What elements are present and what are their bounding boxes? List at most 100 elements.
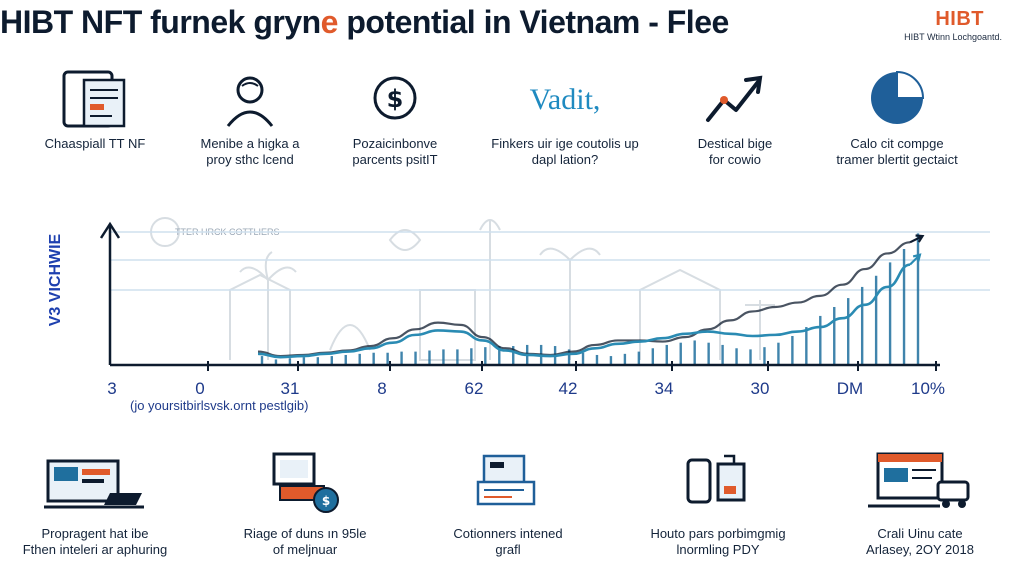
feature-caption: Pozaicinbonve parcents psitIT <box>352 136 438 167</box>
cards-stack-icon <box>418 450 598 516</box>
bar <box>609 356 613 365</box>
series-line <box>257 263 911 359</box>
bar <box>763 347 766 365</box>
feature-caption: Calo cit compge tramer blertit gectaict <box>836 136 958 167</box>
bar <box>484 347 487 365</box>
bar <box>888 262 892 365</box>
bar <box>860 286 864 365</box>
bar <box>902 249 906 365</box>
x-tick-label: 30 <box>751 379 770 398</box>
bar <box>805 327 808 365</box>
x-tick-label: 34 <box>655 379 674 398</box>
bar <box>679 342 682 365</box>
feature-item: Houto pars porbimgmig lnormling PDY <box>628 450 808 558</box>
feature-item: Calo cit compge tramer blertit gectaict <box>812 70 982 168</box>
x-tick-label: 62 <box>465 379 484 398</box>
bar <box>916 233 920 365</box>
bar <box>791 336 794 365</box>
bar <box>707 342 710 365</box>
brand-logo: HIBT <box>935 8 984 30</box>
person-icon <box>165 70 335 130</box>
bar <box>833 307 836 365</box>
chart-grid <box>110 231 990 291</box>
x-tick-label: 31 <box>281 379 300 398</box>
page-title: HIBT NFT furnek gryne potential in Vietn… <box>0 4 729 40</box>
brand-subtitle: HIBT Wtinn Lochgoantd. <box>904 32 1002 42</box>
svg-text:$: $ <box>322 494 330 508</box>
palm-outline <box>239 251 297 360</box>
bar <box>358 353 361 365</box>
bar <box>721 344 724 365</box>
trend-arrow-icon <box>650 70 820 130</box>
phone-document-icon <box>628 450 808 516</box>
background-illustration: TTER HRCK COTTLIERS <box>150 217 775 361</box>
feature-caption: Finkers uir ige coutolis up dapl lation? <box>491 136 639 167</box>
feature-item: $ Pozaicinbonve parcents psitIT <box>310 70 480 168</box>
feature-item: $ Riage of duns ın 95le of meljnuar <box>215 450 395 558</box>
bar <box>470 348 473 365</box>
bar <box>819 315 822 365</box>
axis-note: (jo yoursitbirlsvsk.ornt pestlgib) <box>130 398 309 413</box>
bar <box>288 358 292 365</box>
boat-outline <box>329 324 371 351</box>
feature-item: Crali Uinu cate Arlasey, 2OY 2018 <box>830 450 1010 558</box>
bar <box>777 342 780 365</box>
browser-truck-icon <box>830 450 1010 516</box>
x-tick-label: 8 <box>377 379 386 398</box>
feature-item: Chaaspiall TT NF <box>10 70 180 152</box>
top-feature-row: Chaaspiall TT NF Menibe a higka a proy s… <box>0 70 1024 170</box>
y-axis-arrow <box>99 221 121 239</box>
feature-caption: Houto pars porbimgmig lnormling PDY <box>650 526 786 557</box>
tablet-document-icon <box>10 70 180 130</box>
bar <box>414 351 417 365</box>
bar <box>595 354 599 365</box>
house-outline <box>639 268 721 360</box>
bar <box>693 340 696 365</box>
series-line <box>257 241 911 358</box>
feature-caption: Crali Uinu cate Arlasey, 2OY 2018 <box>866 526 974 557</box>
line-series <box>257 234 925 359</box>
bar <box>581 352 585 365</box>
x-tick-label: 3 <box>107 379 116 398</box>
feature-item: Cotionners intened grafl <box>418 450 598 558</box>
bar <box>400 351 403 365</box>
chart-axes: V3 VICHWIE <box>47 221 940 367</box>
bottom-feature-row: Propragent hat ibe Fthen inteleri ar aph… <box>0 450 1024 570</box>
bar <box>651 348 655 365</box>
bar <box>456 349 459 365</box>
vadit-logo-text: Vadit, <box>529 83 601 116</box>
laptop-screen-icon <box>5 450 185 516</box>
bar <box>498 346 501 365</box>
bar <box>512 346 515 365</box>
bar <box>372 352 375 365</box>
bar <box>665 344 668 365</box>
y-axis-label: V3 VICHWIE <box>47 233 64 326</box>
palm-outline <box>539 247 601 360</box>
feature-item: Menibe a higka a proy sthc lcend <box>165 70 335 168</box>
bar <box>386 352 389 365</box>
bar <box>316 357 320 365</box>
bar <box>623 353 627 365</box>
feature-caption: Chaaspiall TT NF <box>44 136 146 151</box>
bar <box>428 350 431 365</box>
series-arrow <box>909 253 921 266</box>
series-arrowhead <box>912 253 922 262</box>
pie-chart-icon <box>812 70 982 130</box>
x-tick-label: 42 <box>559 379 578 398</box>
bar <box>302 357 306 365</box>
feature-caption: Destical bige for cowio <box>697 136 773 167</box>
dollar-coin-icon: $ <box>310 70 480 130</box>
feature-item: Vadit, Finkers uir ige coutolis up dapl … <box>480 70 650 168</box>
feature-item: Destical bige for cowio <box>650 70 820 168</box>
feature-item: Propragent hat ibe Fthen inteleri ar aph… <box>5 450 185 558</box>
bar <box>567 349 571 365</box>
bar <box>442 349 445 365</box>
pagoda-outline <box>229 273 291 360</box>
bar <box>735 348 738 365</box>
monitor-coin-icon: $ <box>215 450 395 516</box>
svg-text:$: $ <box>387 85 404 113</box>
bar <box>749 349 752 365</box>
x-tick-label: DM <box>837 379 863 398</box>
